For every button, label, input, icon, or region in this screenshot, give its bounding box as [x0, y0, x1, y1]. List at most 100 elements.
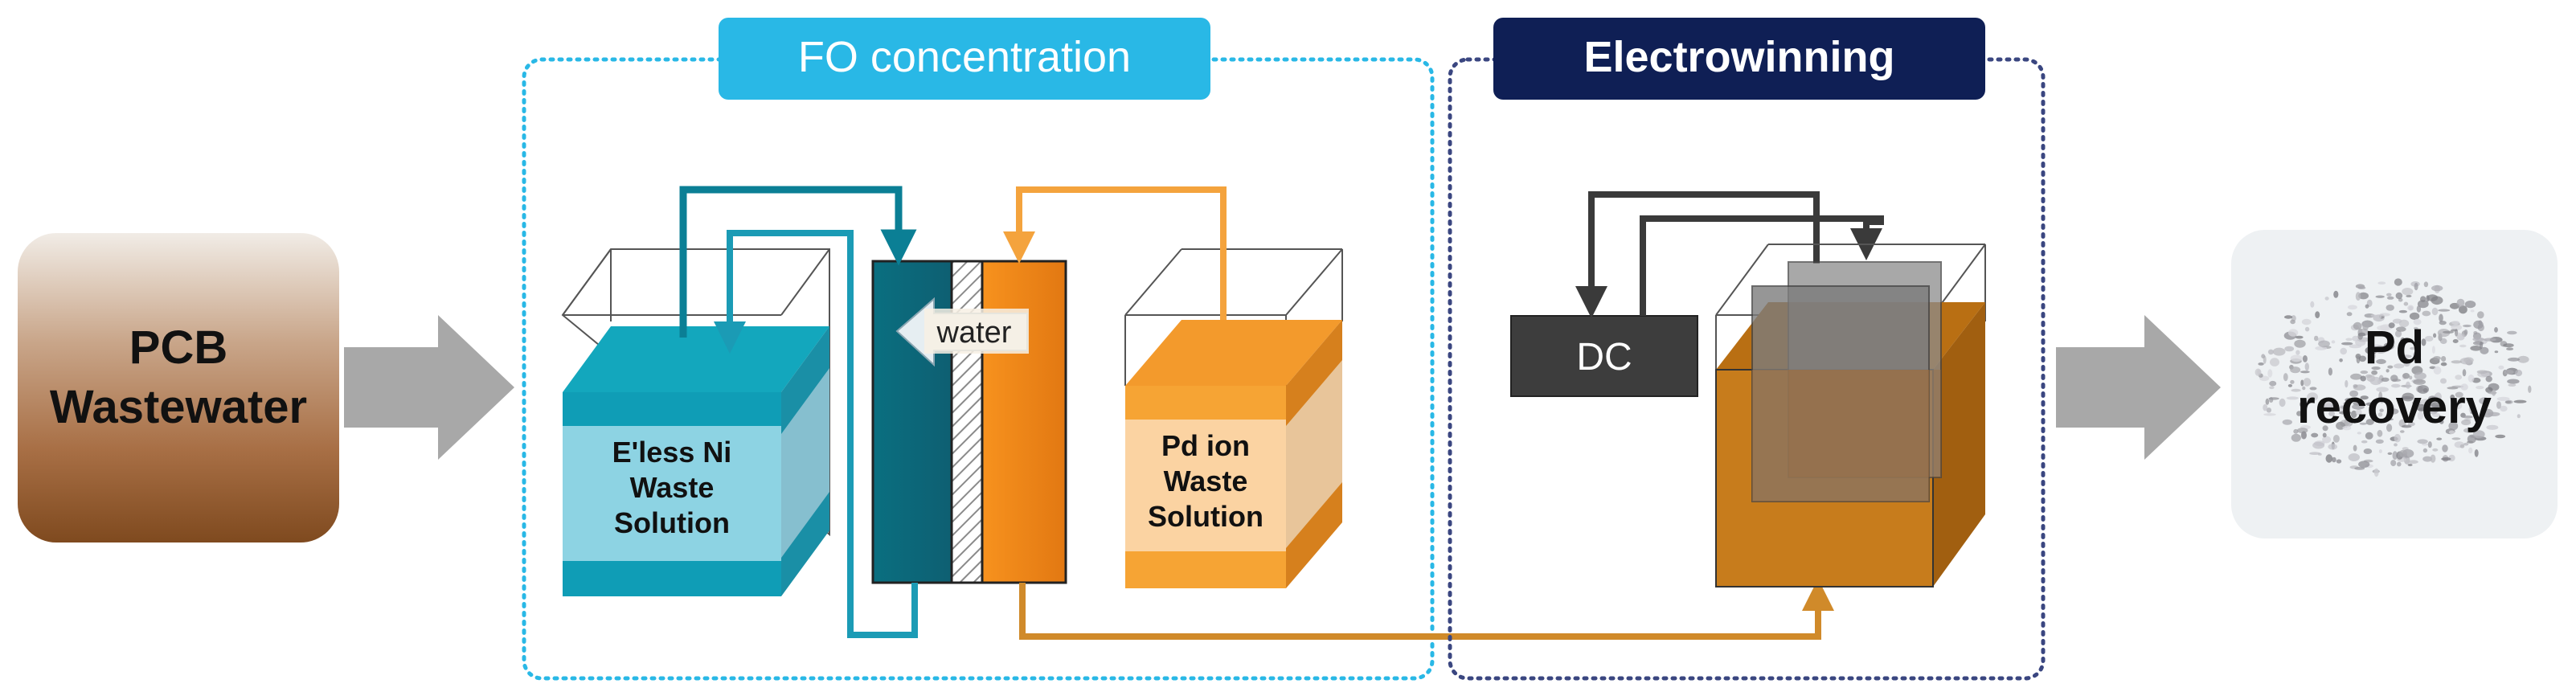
- powder-flake: [2485, 375, 2492, 383]
- ni-tank-label-line1: E'less Ni: [612, 436, 732, 469]
- powder-flake: [2296, 411, 2303, 416]
- powder-flake: [2320, 408, 2325, 411]
- metal-powder-icon: [2255, 278, 2532, 477]
- powder-flake: [2324, 297, 2329, 301]
- powder-flake: [2451, 321, 2460, 325]
- block-arrow-right-icon: [2056, 315, 2221, 460]
- powder-flake: [2293, 428, 2299, 434]
- pd-tank-label-line3: Solution: [1148, 500, 1263, 533]
- powder-flake: [2507, 379, 2520, 384]
- powder-flake: [2361, 440, 2368, 444]
- powder-flake: [2494, 350, 2499, 354]
- powder-flake: [2349, 390, 2359, 397]
- powder-flake: [2332, 456, 2336, 463]
- powder-flake: [2485, 387, 2493, 393]
- powder-flake: [2401, 424, 2412, 428]
- pd-waste-tank: Pd ion Waste Solution: [1124, 248, 1343, 588]
- electrowinning-section: Electrowinning DC: [1448, 18, 2046, 681]
- powder-flake: [2451, 360, 2463, 364]
- powder-flake: [2300, 371, 2310, 374]
- powder-flake: [2413, 326, 2418, 330]
- powder-flake: [2461, 420, 2472, 426]
- powder-flake: [2462, 416, 2473, 419]
- powder-flake: [2431, 307, 2439, 316]
- powder-flake: [2339, 411, 2352, 415]
- fo-concentration-section: FO concentration E'less Ni Waste Solutio…: [522, 18, 1435, 681]
- powder-flake: [2387, 365, 2394, 369]
- powder-flake: [2304, 326, 2310, 332]
- powder-flake: [2417, 411, 2424, 420]
- powder-flake: [2433, 366, 2442, 375]
- powder-flake: [2416, 305, 2422, 313]
- powder-flake: [2270, 358, 2279, 366]
- pcb-wastewater-box: PCB Wastewater: [18, 233, 339, 542]
- powder-flake: [2463, 442, 2469, 446]
- powder-flake: [2331, 340, 2336, 344]
- powder-flake: [2345, 338, 2353, 342]
- powder-flake: [2325, 454, 2333, 463]
- powder-flake: [2355, 409, 2362, 416]
- powder-flake: [2459, 344, 2467, 348]
- powder-flake: [2261, 354, 2266, 359]
- powder-flake: [2394, 330, 2402, 338]
- ni-tank-label-line2: Waste: [630, 471, 715, 504]
- powder-flake: [2456, 298, 2465, 307]
- powder-flake: [2358, 355, 2366, 362]
- pcb-label-line1: PCB: [129, 321, 227, 374]
- powder-flake: [2379, 408, 2384, 412]
- powder-flake: [2479, 341, 2484, 350]
- powder-flake: [2505, 400, 2512, 403]
- powder-flake: [2459, 305, 2467, 314]
- powder-flake: [2451, 437, 2461, 440]
- powder-flake: [2433, 356, 2441, 361]
- powder-flake: [2267, 369, 2273, 378]
- powder-flake: [2517, 355, 2529, 363]
- powder-flake: [2431, 402, 2442, 408]
- powder-flake: [2301, 318, 2312, 325]
- powder-flake: [2336, 459, 2342, 464]
- powder-flake: [2494, 327, 2498, 333]
- powder-flake: [2378, 449, 2382, 453]
- powder-flake: [2406, 381, 2410, 389]
- powder-flake: [2443, 330, 2454, 334]
- powder-flake: [2400, 430, 2405, 433]
- powder-flake: [2377, 429, 2383, 437]
- powder-flake: [2423, 281, 2429, 288]
- powder-flake: [2341, 342, 2353, 346]
- powder-flake: [2339, 358, 2343, 362]
- powder-flake: [2377, 412, 2383, 417]
- powder-flake: [2406, 294, 2412, 297]
- powder-flake: [2462, 369, 2467, 377]
- powder-flake: [2412, 400, 2422, 406]
- powder-flake: [2322, 436, 2332, 444]
- powder-flake: [2290, 319, 2295, 325]
- powder-flake: [2266, 407, 2271, 413]
- powder-flake: [2381, 377, 2390, 382]
- powder-flake: [2507, 357, 2521, 362]
- powder-flake: [2476, 370, 2488, 375]
- powder-flake: [2483, 338, 2496, 342]
- powder-flake: [2503, 343, 2514, 348]
- powder-flake: [2300, 431, 2307, 440]
- powder-flake: [2300, 379, 2304, 387]
- powder-flake: [2365, 432, 2373, 440]
- powder-flake: [2365, 402, 2376, 406]
- powder-flake: [2272, 347, 2286, 356]
- powder-flake: [2508, 383, 2517, 387]
- powder-flake: [2402, 373, 2410, 379]
- powder-flake: [2477, 311, 2484, 319]
- powder-flake: [2340, 405, 2349, 409]
- powder-flake: [2440, 378, 2447, 384]
- powder-flake: [2268, 397, 2279, 400]
- powder-flake: [2463, 357, 2474, 363]
- powder-flake: [2303, 378, 2312, 387]
- powder-flake: [2407, 305, 2414, 311]
- powder-flake: [2318, 340, 2330, 348]
- powder-flake: [2507, 330, 2517, 335]
- powder-flake: [2309, 452, 2321, 455]
- powder-flake: [2400, 337, 2406, 345]
- powder-flake: [2358, 292, 2369, 300]
- powder-flake: [2287, 329, 2299, 337]
- powder-flake: [2377, 281, 2386, 285]
